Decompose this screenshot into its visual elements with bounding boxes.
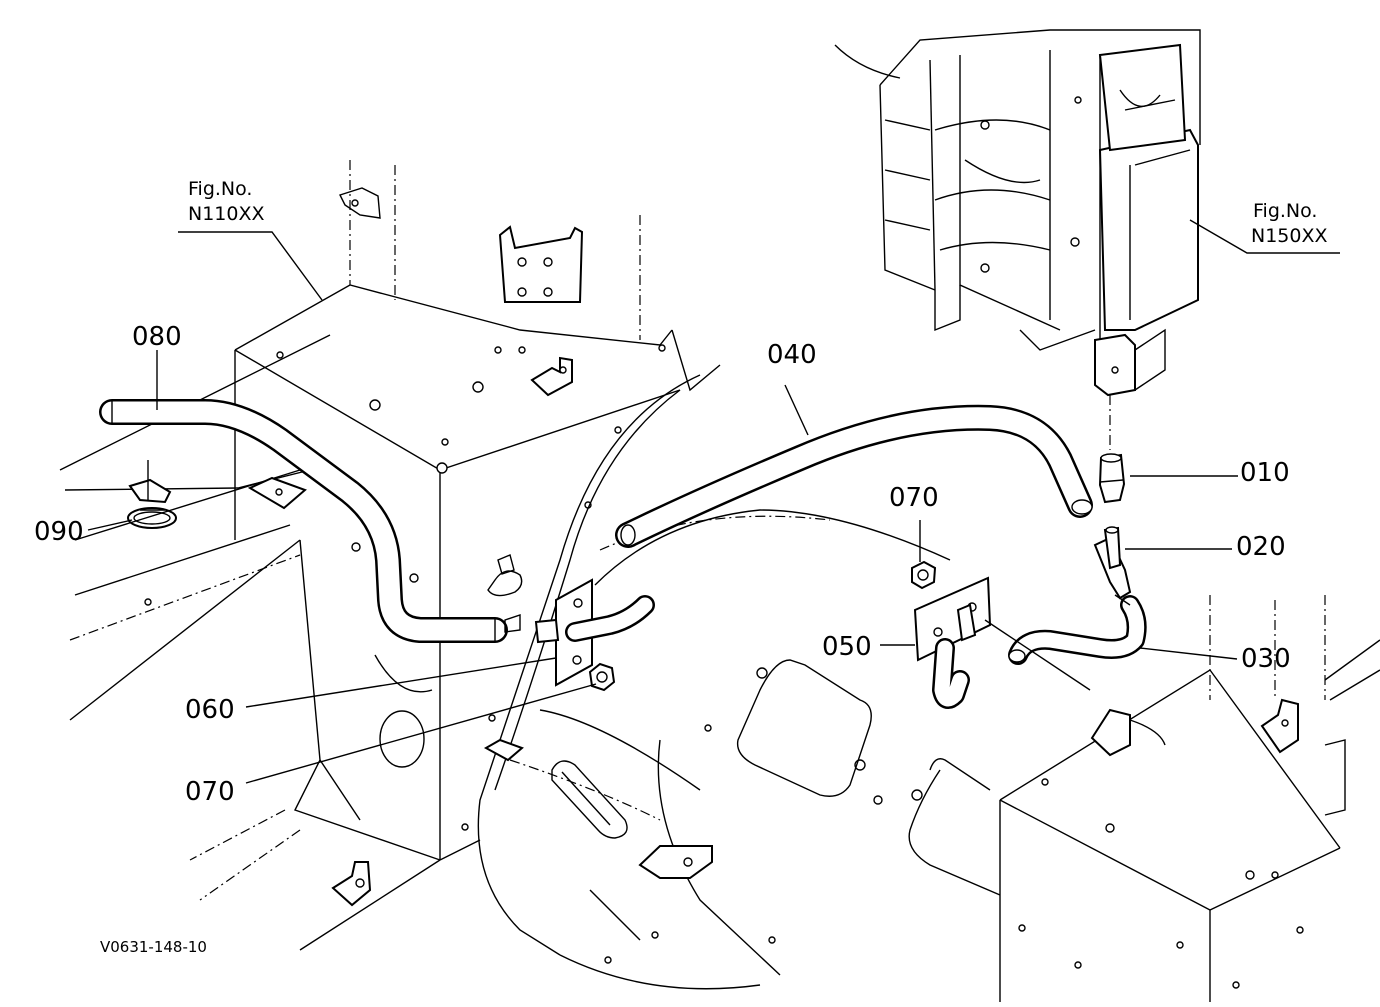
left-frame bbox=[59, 160, 641, 951]
callout-090: 090 bbox=[34, 517, 84, 547]
hose-030 bbox=[1008, 595, 1147, 665]
callout-010: 010 bbox=[1240, 458, 1290, 488]
callout-030: 030 bbox=[1241, 644, 1291, 674]
heater-unit-n150 bbox=[834, 29, 1201, 450]
callout-060: 060 bbox=[185, 695, 235, 725]
callout-070-upper: 070 bbox=[889, 483, 939, 513]
right-housing bbox=[908, 595, 1380, 1002]
housing-box-n110 bbox=[234, 284, 721, 907]
hose-080 bbox=[99, 399, 508, 643]
callout-070-lower: 070 bbox=[185, 777, 235, 807]
bracket-060 bbox=[487, 554, 655, 687]
fig-n110-number: N110XX bbox=[188, 203, 265, 225]
clamp-090 bbox=[127, 460, 177, 529]
callout-080: 080 bbox=[132, 322, 182, 352]
callout-040: 040 bbox=[767, 340, 817, 370]
drawing-code: V0631-148-10 bbox=[100, 938, 207, 956]
leader-lines bbox=[87, 219, 1340, 784]
nut-070-upper bbox=[911, 560, 937, 590]
nut-070-lower bbox=[588, 662, 616, 692]
callout-020: 020 bbox=[1236, 532, 1286, 562]
fitting-010 bbox=[1098, 453, 1126, 504]
fig-n150-number: N150XX bbox=[1251, 225, 1328, 247]
floor-panel bbox=[144, 374, 951, 990]
callout-050: 050 bbox=[822, 632, 872, 662]
fig-n150-caption: Fig.No. bbox=[1253, 200, 1317, 222]
tee-020 bbox=[1093, 526, 1132, 606]
bracket-050 bbox=[913, 576, 1091, 709]
fig-n110-caption: Fig.No. bbox=[188, 178, 252, 200]
hose-040 bbox=[615, 404, 1093, 548]
callout-labels: Fig.No. N110XX Fig.No. N150XX 080 040 01… bbox=[34, 178, 1328, 956]
